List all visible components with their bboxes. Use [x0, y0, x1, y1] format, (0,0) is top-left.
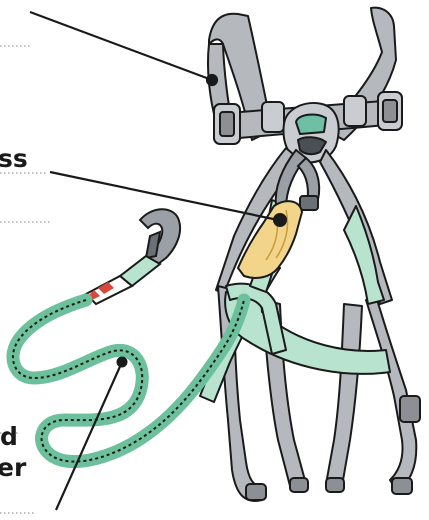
pointer-line-1 — [30, 12, 212, 80]
pointer-dot-1 — [207, 75, 217, 85]
leg-buckle-bottom-center-left — [290, 478, 308, 492]
chest-buckle-center-right — [344, 96, 366, 126]
leg-buckle-bottom-left — [246, 484, 266, 500]
full-body-harness-icon — [208, 8, 420, 501]
green-belt — [225, 291, 390, 374]
label-partial-ss: ss — [0, 146, 28, 171]
chest-buckle-left-inner — [220, 112, 234, 136]
chest-buckle-right-inner — [383, 100, 397, 122]
leg-buckle-side-right — [400, 396, 420, 422]
label-partial-er: er — [0, 455, 26, 480]
shock-absorbing-lanyard-icon — [13, 209, 244, 461]
leg-loop-right — [326, 304, 362, 486]
d-ring-icon — [296, 115, 326, 134]
chest-buckle-center-left — [262, 102, 284, 132]
pointer-line-3 — [56, 362, 122, 510]
leg-buckle-bottom-right — [392, 478, 412, 494]
leg-buckle-bottom-center-right — [326, 478, 344, 492]
label-partial-d: d — [0, 424, 18, 449]
leg-strap-outer-right — [366, 296, 416, 490]
